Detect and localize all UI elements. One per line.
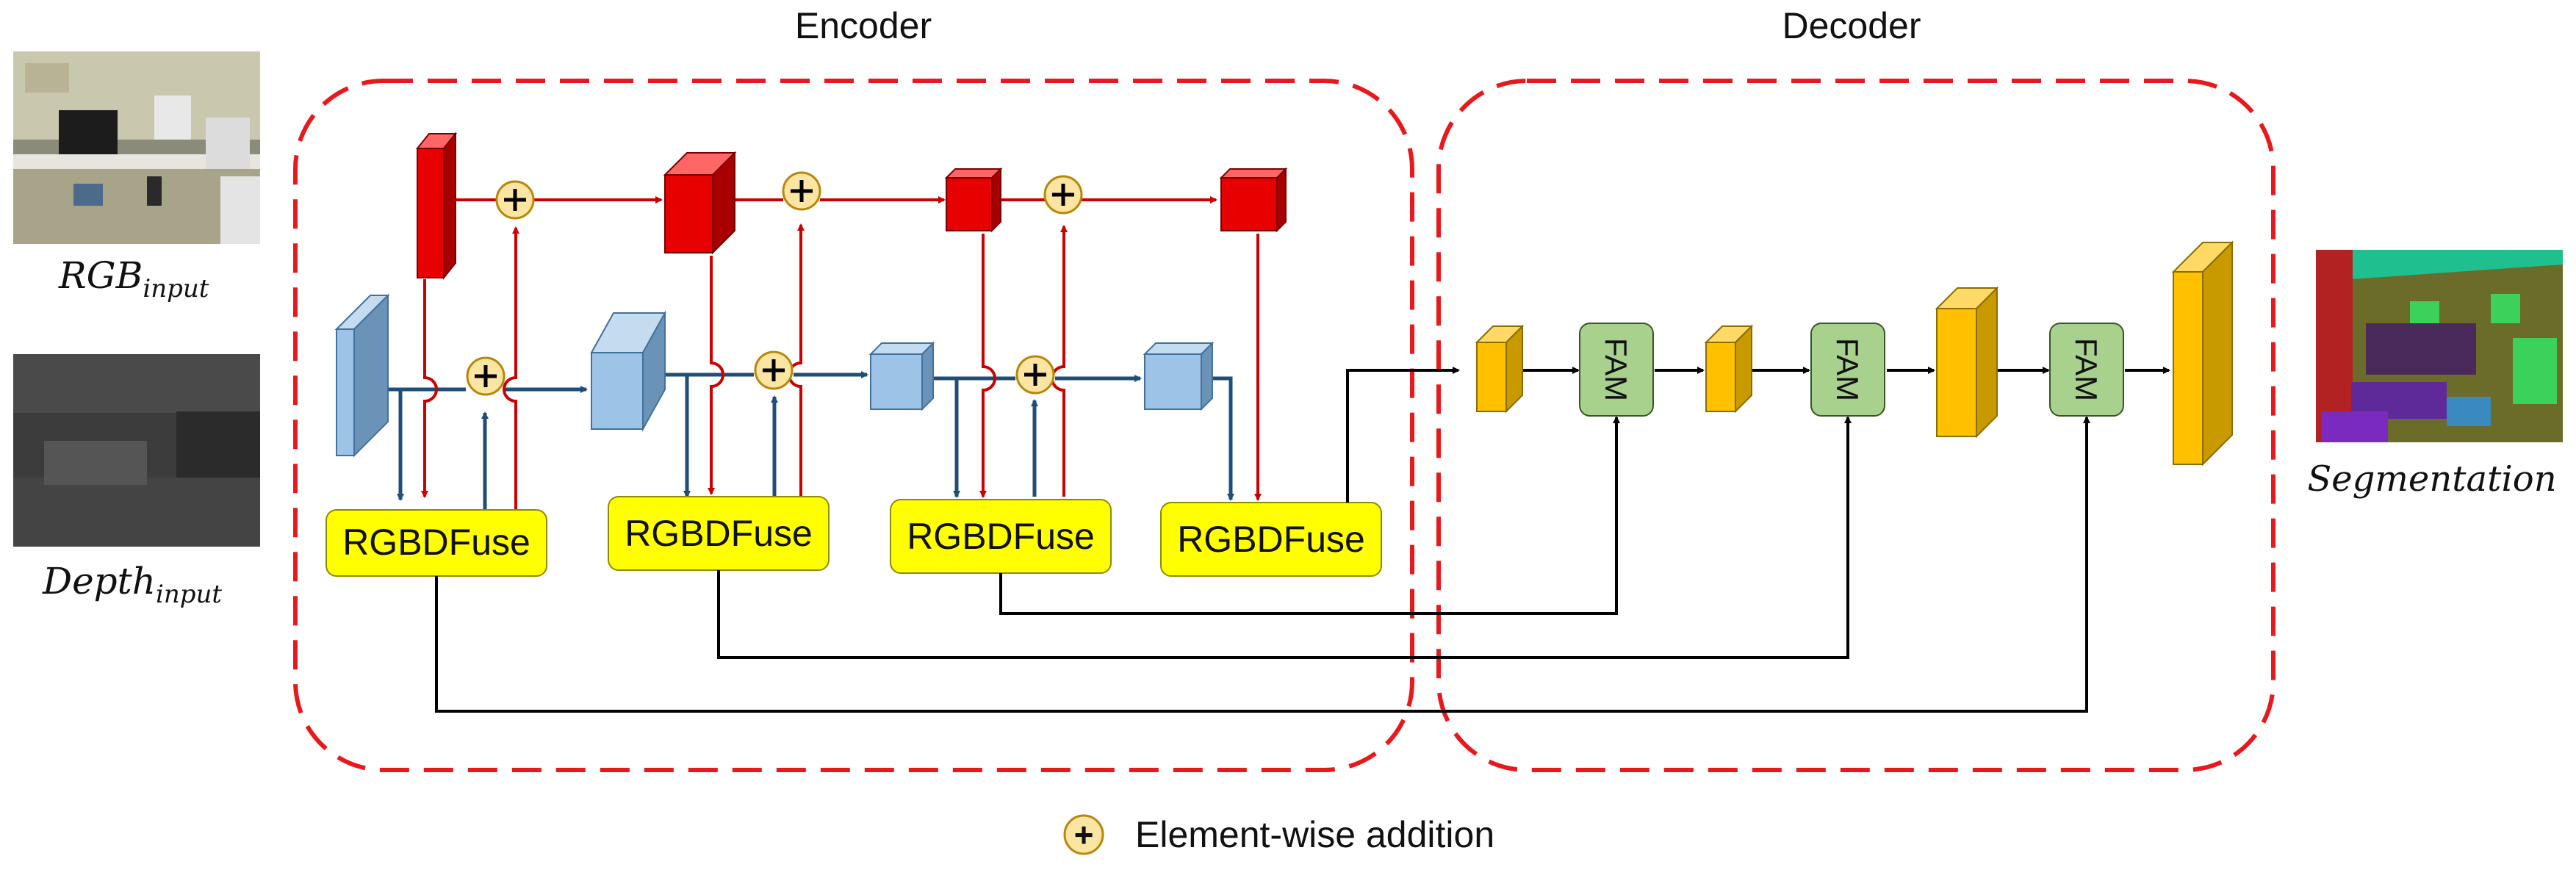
add-node-rgb-1 bbox=[495, 180, 535, 220]
depth-feature-block-3 bbox=[868, 341, 935, 411]
rgb-input-label: RGBinput bbox=[58, 254, 209, 303]
depth-feature-block-4 bbox=[1143, 341, 1215, 411]
legend-symbol: + bbox=[1074, 816, 1094, 854]
depth-input-symbol: Depth bbox=[42, 560, 156, 602]
rgb-feature-block-4 bbox=[1219, 167, 1288, 233]
add-node-rgb-3 bbox=[1043, 175, 1083, 215]
encoder-title: Encoder bbox=[795, 5, 932, 46]
decoder-feature-block-2 bbox=[1704, 324, 1754, 414]
rgb-input-image bbox=[13, 51, 260, 244]
depth-input-subscript: input bbox=[156, 580, 222, 609]
rgbdfuse-label-2: RGBDFuse bbox=[625, 513, 813, 554]
legend: + Element-wise addition bbox=[1063, 814, 1494, 855]
rgbdfuse-block-3: RGBDFuse bbox=[890, 499, 1112, 574]
decoder-title: Decoder bbox=[1782, 5, 1921, 46]
legend-add-icon bbox=[1063, 814, 1104, 855]
rgbdfuse-block-2: RGBDFuse bbox=[608, 496, 830, 571]
depth-input-image bbox=[13, 354, 260, 547]
rgbdfuse-block-1: RGBDFuse bbox=[325, 509, 547, 577]
rgbdfuse-block-4: RGBDFuse bbox=[1160, 502, 1382, 577]
rgb-feature-block-1 bbox=[415, 132, 458, 280]
legend-text: Element-wise addition bbox=[1135, 814, 1494, 855]
decoder-feature-block-4 bbox=[2171, 240, 2234, 467]
add-node-depth-3 bbox=[1015, 355, 1055, 395]
rgb-input-subscript: input bbox=[143, 274, 209, 303]
rgb-feature-block-3 bbox=[944, 167, 1003, 233]
depth-feature-block-2 bbox=[590, 310, 666, 432]
depth-input-label: Depthinput bbox=[42, 560, 222, 609]
segmentation-output-image bbox=[2316, 250, 2563, 442]
fam-block-3: FAM bbox=[2049, 323, 2124, 417]
fam-label-3: FAM bbox=[2069, 338, 2104, 401]
decoder-feature-block-3 bbox=[1935, 286, 1999, 439]
encoder-region bbox=[293, 79, 1414, 772]
fam-label-2: FAM bbox=[1830, 338, 1865, 401]
depth-feature-block-1 bbox=[334, 293, 390, 458]
rgb-input-symbol: RGB bbox=[58, 254, 143, 297]
add-node-depth-1 bbox=[466, 356, 506, 396]
rgb-feature-block-2 bbox=[663, 151, 737, 255]
segmentation-label: Segmentation bbox=[2307, 458, 2556, 500]
rgbdfuse-label-1: RGBDFuse bbox=[342, 522, 530, 563]
fam-block-1: FAM bbox=[1579, 323, 1654, 417]
add-node-rgb-2 bbox=[782, 171, 821, 211]
fam-block-2: FAM bbox=[1810, 323, 1885, 417]
rgbdfuse-label-3: RGBDFuse bbox=[907, 516, 1095, 557]
rgbdfuse-label-4: RGBDFuse bbox=[1177, 519, 1365, 560]
decoder-region bbox=[1436, 79, 2275, 772]
fam-label-1: FAM bbox=[1599, 338, 1633, 401]
decoder-feature-block-1 bbox=[1475, 324, 1525, 414]
add-node-depth-2 bbox=[754, 350, 794, 390]
